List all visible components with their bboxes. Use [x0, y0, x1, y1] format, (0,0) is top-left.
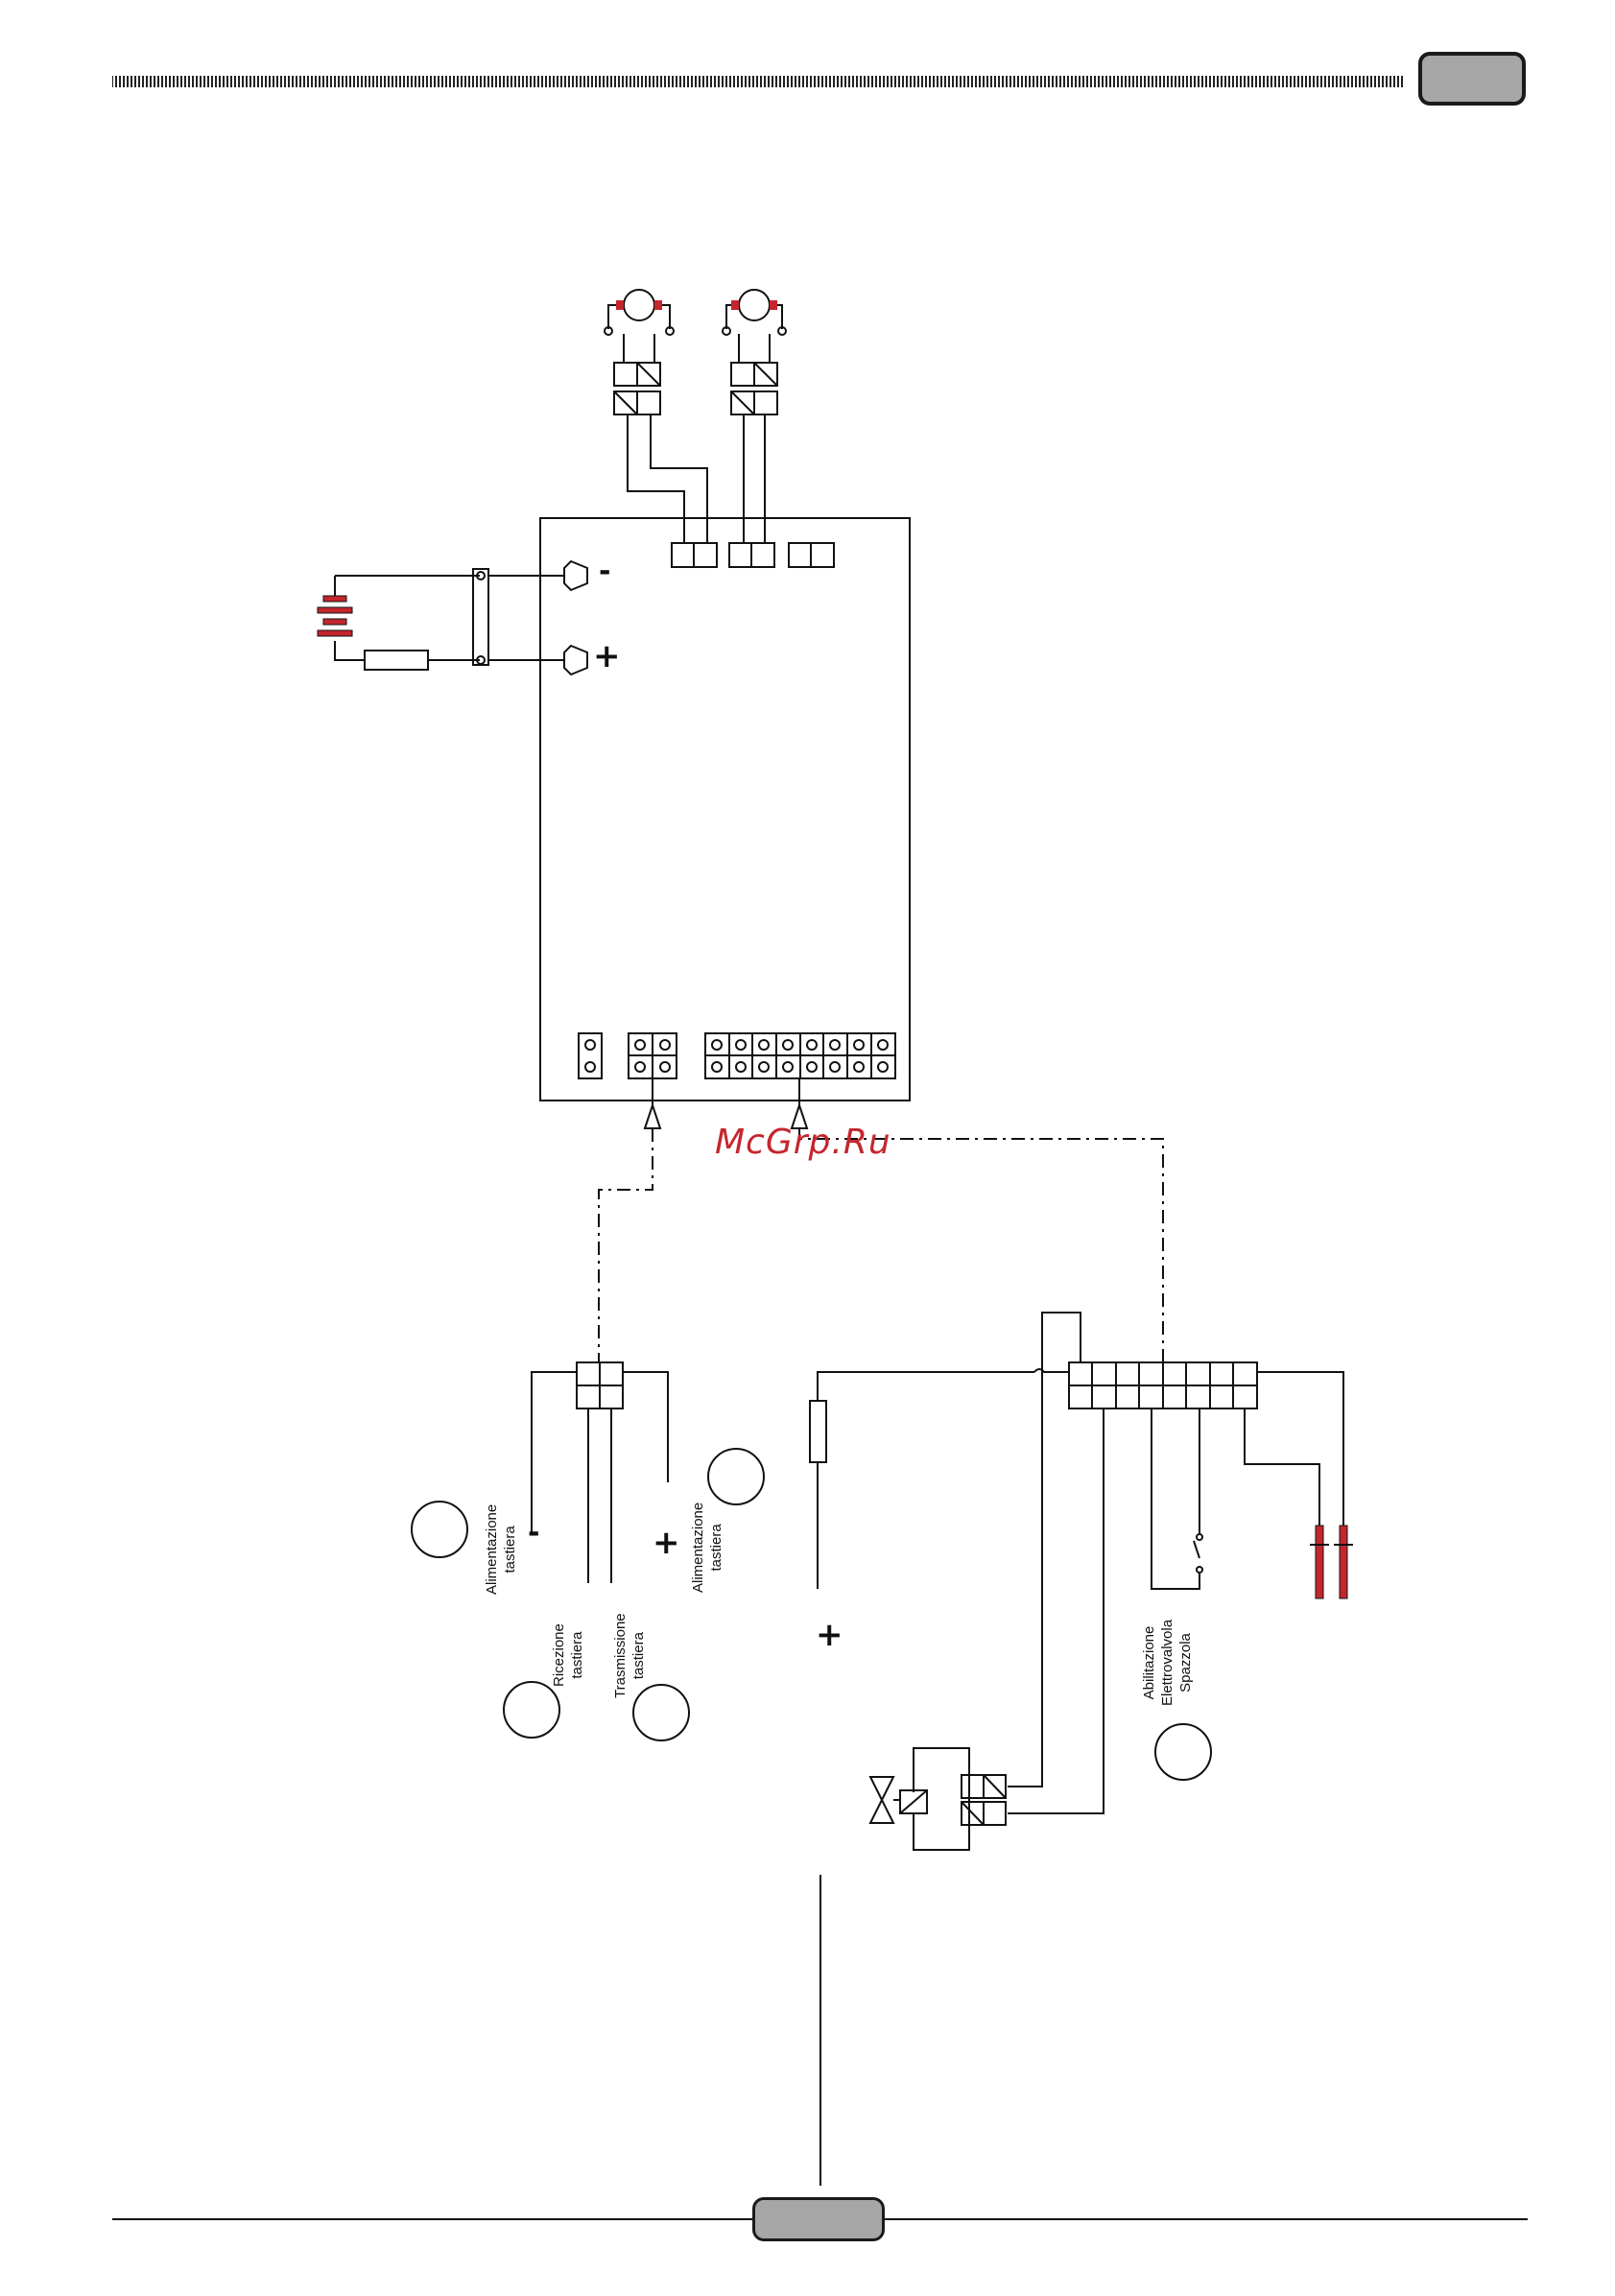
reference-circle-1 [412, 1502, 467, 1557]
label-keyboard-power-positive: Alimentazione tastiera [689, 1503, 725, 1593]
board-motor-connector-1 [672, 543, 717, 567]
brush-probe-icons [1310, 1526, 1353, 1598]
reference-circle-2 [708, 1449, 764, 1504]
valve-supply-positive-sign: + [816, 1616, 843, 1654]
brush-enable-switch [1152, 1408, 1202, 1589]
reference-circle-5 [1155, 1724, 1211, 1780]
watermark: McGrp.Ru [715, 1123, 891, 1162]
label-keyboard-transmit: Trasmissione tastiera [611, 1613, 648, 1698]
keyboard-harness-arrow [645, 1078, 660, 1128]
board-terminal-block-2pin [579, 1033, 602, 1078]
label-brush-valve-enable: Abilitazione Elettrovalvola Spazzola [1140, 1620, 1195, 1706]
keyboard-harness-link [599, 1128, 653, 1362]
brush-harness-arrow [792, 1078, 807, 1128]
battery-icon [318, 596, 352, 636]
motor-brushes-red [616, 300, 777, 310]
keyboard-connector [532, 1362, 668, 1583]
board-terminal-block-16pin [705, 1033, 895, 1078]
brush-harness-link [799, 1128, 1163, 1362]
label-keyboard-power-negative-sign: - [528, 1516, 539, 1550]
valve-supply-line [810, 1369, 1069, 1589]
motor-2 [723, 290, 786, 543]
brush-connector [1069, 1362, 1257, 1408]
page-number-tab [752, 2197, 885, 2241]
control-board [540, 518, 910, 1101]
battery-negative-sign: - [599, 555, 610, 588]
board-motor-connector-2 [729, 543, 774, 567]
battery-positive-sign: + [593, 637, 621, 675]
label-keyboard-power-positive-sign: + [653, 1524, 680, 1562]
label-keyboard-power-negative: Alimentazione tastiera [483, 1504, 519, 1595]
solenoid-valve [870, 1748, 1006, 1850]
motor-1 [605, 290, 707, 543]
board-spare-connector [789, 543, 834, 567]
header-tab [1418, 52, 1526, 106]
label-keyboard-receive: Ricezione tastiera [550, 1623, 586, 1687]
reference-circle-3 [504, 1682, 559, 1738]
battery-circuit [335, 561, 587, 675]
header-hatch-strip [112, 76, 1403, 87]
brush-probes [1245, 1372, 1343, 1526]
board-terminal-block-keyboard [629, 1033, 677, 1078]
valve-coil-wiring [1008, 1313, 1104, 1813]
